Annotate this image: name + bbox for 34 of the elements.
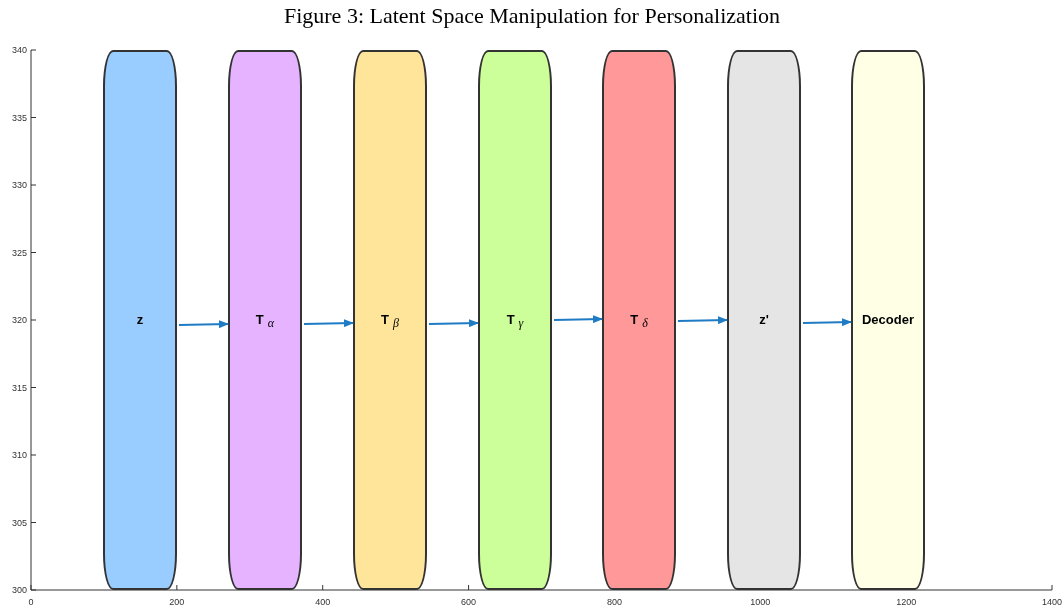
- arrow: [178, 320, 229, 329]
- arrow: [677, 316, 728, 325]
- layer-block: [353, 50, 427, 590]
- axis-tick-label: 320: [10, 315, 27, 325]
- axis-tick-label: 310: [10, 450, 27, 460]
- axis-tick-label: 1400: [1041, 597, 1063, 607]
- layer-label: z': [759, 311, 769, 330]
- layer-block: [727, 50, 801, 590]
- layer-label: Decoder: [862, 311, 914, 330]
- axis-tick-label: 0: [27, 597, 35, 607]
- axis-tick-label: 315: [10, 382, 27, 393]
- axis-tick-label: 335: [10, 112, 27, 123]
- layer-label: z: [136, 311, 144, 330]
- axis-tick-label: 1200: [895, 597, 918, 607]
- axis-tick-label: 300: [10, 585, 27, 595]
- arrow: [428, 319, 479, 328]
- arrow: [553, 315, 603, 324]
- layer-block: [602, 50, 676, 590]
- axis-tick-label: 340: [10, 45, 27, 55]
- axis-tick-label: 200: [168, 597, 186, 607]
- axis-tick-label: 330: [10, 180, 27, 190]
- axis-tick-label: 600: [460, 597, 478, 607]
- layer-block: [228, 50, 302, 590]
- axis-tick-label: 325: [10, 247, 27, 258]
- layer-block: [478, 50, 552, 590]
- axis-tick-label: 1000: [749, 597, 772, 607]
- axis-tick-label: 400: [314, 597, 332, 607]
- axis-tick-label: 800: [605, 597, 623, 607]
- arrow: [303, 319, 354, 328]
- axis-tick-label: 305: [10, 517, 27, 528]
- layer-block: [851, 50, 925, 590]
- layer-block: [103, 50, 177, 590]
- arrow: [802, 318, 852, 327]
- figure-title: Figure 3: Latent Space Manipulation for Personalization: [283, 2, 781, 30]
